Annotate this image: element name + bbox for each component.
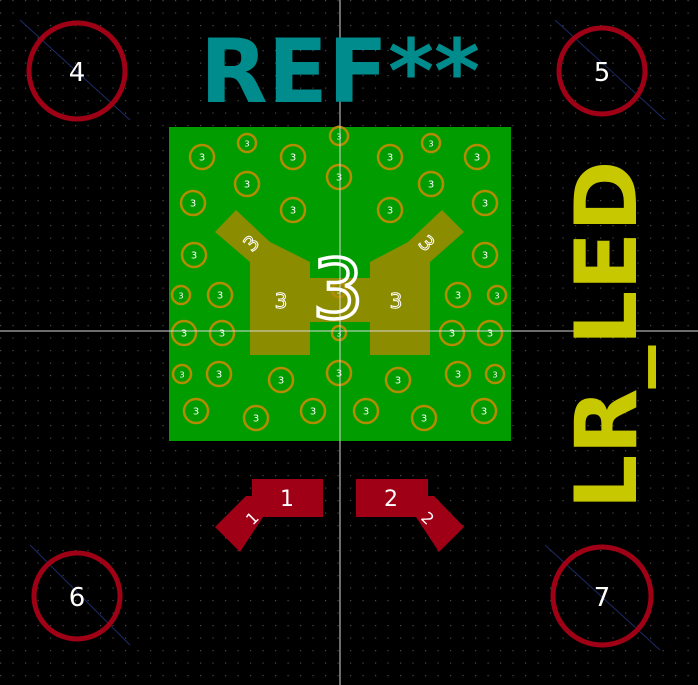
footprint-value[interactable]: LR_LED <box>557 161 657 510</box>
via[interactable] <box>420 132 442 154</box>
via[interactable] <box>205 360 233 388</box>
mount-hole-5-number: 5 <box>594 58 611 88</box>
via[interactable] <box>267 366 295 394</box>
via-number: 3 <box>421 414 427 425</box>
via-number: 3 <box>244 140 249 149</box>
via-number: 3 <box>428 140 433 149</box>
via-number: 3 <box>290 153 296 164</box>
pad-2-number: 2 <box>384 487 398 512</box>
via[interactable] <box>486 284 508 306</box>
via[interactable] <box>180 241 208 269</box>
via[interactable] <box>470 397 498 425</box>
via-number: 3 <box>387 206 393 217</box>
via-number: 3 <box>278 376 284 387</box>
via[interactable] <box>484 363 506 385</box>
via[interactable] <box>438 319 466 347</box>
via-number: 3 <box>216 370 222 381</box>
via-number: 3 <box>336 287 341 296</box>
via[interactable] <box>444 360 472 388</box>
mount-hole-6-number: 6 <box>69 583 86 613</box>
via[interactable] <box>330 324 348 342</box>
via-array: 3 3 3 3 3 3 3 3 3 3 3 3 3 3 3 3 3 3 3 3 3 3 3 3 3 3 3 3 3 3 3 3 3 3 3 3 3 3 3 <box>170 125 508 432</box>
pad-shape-label: 3 <box>275 289 288 313</box>
via[interactable] <box>242 404 270 432</box>
via-number: 3 <box>178 292 183 301</box>
via[interactable] <box>328 125 350 147</box>
mount-hole-6[interactable]: 6 <box>31 550 123 642</box>
via[interactable] <box>279 143 307 171</box>
via[interactable] <box>384 366 412 394</box>
via[interactable] <box>179 189 207 217</box>
via-number: 3 <box>474 153 480 164</box>
via[interactable] <box>463 143 491 171</box>
mount-hole-7-number: 7 <box>594 583 611 613</box>
via[interactable] <box>330 281 348 299</box>
via[interactable] <box>417 170 445 198</box>
via-number: 3 <box>395 376 401 387</box>
via[interactable] <box>236 132 258 154</box>
pad-shape-label: 3 <box>390 289 403 313</box>
via-number: 3 <box>449 329 455 340</box>
via-number: 3 <box>494 292 499 301</box>
via-number: 3 <box>481 407 487 418</box>
via[interactable] <box>188 143 216 171</box>
via-number: 3 <box>193 407 199 418</box>
via-number: 3 <box>482 199 488 210</box>
via-number: 3 <box>487 329 493 340</box>
via[interactable] <box>279 196 307 224</box>
via[interactable] <box>299 397 327 425</box>
via[interactable] <box>208 319 236 347</box>
via-number: 3 <box>428 180 434 191</box>
via-number: 3 <box>217 291 223 302</box>
via[interactable] <box>471 189 499 217</box>
via-number: 3 <box>363 407 369 418</box>
via[interactable] <box>376 143 404 171</box>
pad-2[interactable]: 2 2 <box>356 479 464 552</box>
mount-hole-4[interactable]: 4 <box>26 20 128 122</box>
mount-hole-7[interactable]: 7 <box>550 544 654 648</box>
via-number: 3 <box>387 153 393 164</box>
via-number: 3 <box>244 180 250 191</box>
via-number: 3 <box>191 251 197 262</box>
reference-designator[interactable]: REF** <box>200 20 480 123</box>
pad-1-number: 1 <box>280 487 294 512</box>
via-number: 3 <box>336 133 341 142</box>
via[interactable] <box>325 163 353 191</box>
via-number: 3 <box>179 371 184 380</box>
via-number: 3 <box>455 370 461 381</box>
via[interactable] <box>376 196 404 224</box>
via[interactable] <box>325 359 353 387</box>
via-number: 3 <box>336 330 341 339</box>
pad-1[interactable]: 1 1 <box>215 479 323 552</box>
via-number: 3 <box>190 199 196 210</box>
via[interactable] <box>170 284 192 306</box>
via-number: 3 <box>199 153 205 164</box>
via-number: 3 <box>336 173 342 184</box>
via-number: 3 <box>290 206 296 217</box>
via-number: 3 <box>336 369 342 380</box>
via[interactable] <box>233 170 261 198</box>
via-number: 3 <box>219 329 225 340</box>
via[interactable] <box>410 404 438 432</box>
mount-hole-5[interactable]: 5 <box>556 25 648 117</box>
via-number: 3 <box>310 407 316 418</box>
via[interactable] <box>352 397 380 425</box>
via-number: 3 <box>181 329 187 340</box>
via[interactable] <box>171 363 193 385</box>
via[interactable] <box>170 319 198 347</box>
via-number: 3 <box>253 414 259 425</box>
via[interactable] <box>182 397 210 425</box>
mount-hole-4-number: 4 <box>69 58 86 88</box>
via[interactable] <box>476 319 504 347</box>
via-number: 3 <box>455 291 461 302</box>
via-number: 3 <box>482 251 488 262</box>
via-number: 3 <box>492 371 497 380</box>
via[interactable] <box>206 281 234 309</box>
via[interactable] <box>471 241 499 269</box>
thermal-pad-number: 3 <box>312 243 364 338</box>
via[interactable] <box>444 281 472 309</box>
